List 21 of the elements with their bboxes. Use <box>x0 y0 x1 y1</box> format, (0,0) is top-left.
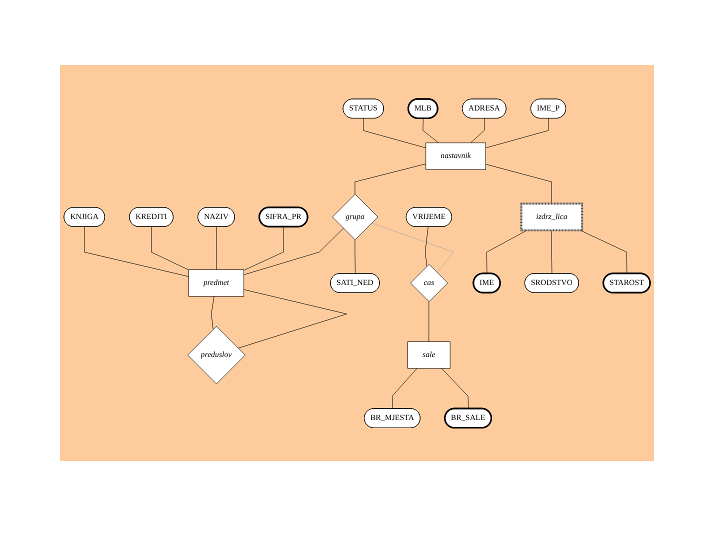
connector <box>363 118 426 148</box>
connector <box>551 230 552 274</box>
connector <box>216 226 217 270</box>
connector <box>238 288 347 348</box>
connector <box>372 222 454 273</box>
connector <box>211 296 214 330</box>
connector <box>486 164 552 204</box>
connector <box>84 226 189 276</box>
connector <box>354 239 356 274</box>
connector <box>354 163 426 194</box>
connector <box>441 368 469 409</box>
connector <box>580 230 628 274</box>
connector <box>244 226 284 270</box>
connector <box>392 368 418 409</box>
connector <box>470 118 485 143</box>
connector <box>244 228 344 275</box>
connector <box>428 301 430 342</box>
connector <box>486 230 528 274</box>
connector <box>422 118 439 143</box>
connector <box>486 118 549 148</box>
connector <box>424 226 428 266</box>
